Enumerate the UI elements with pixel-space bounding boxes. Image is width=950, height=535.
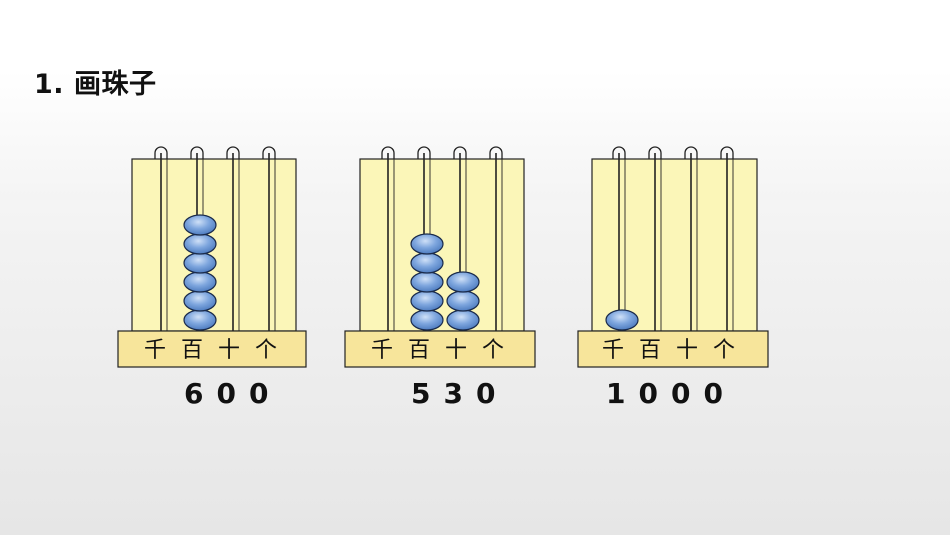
rod-top-loop [684, 146, 698, 159]
rod-top-loop [489, 146, 503, 159]
place-label: 百 [639, 338, 661, 363]
problem-title: 1. 画珠子 [34, 69, 157, 100]
place-label: 十 [676, 338, 698, 363]
abacus-bead [183, 290, 217, 312]
rod-top-loop [262, 146, 276, 159]
place-label: 千 [371, 338, 393, 363]
rod-top-loop [381, 146, 395, 159]
rod-top-loop [453, 146, 467, 159]
rod-top-loop [612, 146, 626, 159]
abacus-base [344, 330, 536, 368]
abacus-bead [183, 271, 217, 293]
abacus-bead [410, 271, 444, 293]
rod-top-loop [720, 146, 734, 159]
place-label: 千 [602, 338, 624, 363]
place-label: 百 [181, 338, 203, 363]
abacus-bead [183, 233, 217, 255]
place-label: 个 [713, 338, 735, 363]
abacus-bead [446, 290, 480, 312]
abacus-bead [446, 309, 480, 331]
abacus-bead [410, 233, 444, 255]
abacus-1-number: 600 [184, 377, 282, 410]
rod-top-loop [226, 146, 240, 159]
abacus-frame [591, 158, 758, 332]
abacus-bead [446, 271, 480, 293]
abacus-base [577, 330, 769, 368]
place-label: 个 [482, 338, 504, 363]
abacus-bead [183, 214, 217, 236]
abacus-bead [605, 309, 639, 331]
place-label: 千 [144, 338, 166, 363]
place-label: 十 [218, 338, 240, 363]
abacus-1: 千百十个 [117, 146, 307, 368]
abacus-3: 千百十个 [577, 146, 769, 368]
abacus-2: 千百十个 [344, 146, 536, 368]
place-label: 个 [255, 338, 277, 363]
place-label: 十 [445, 338, 467, 363]
abacus-2-number: 530 [411, 377, 509, 410]
rod-top-loop [417, 146, 431, 159]
abacus-base [117, 330, 307, 368]
abacus-bead [410, 309, 444, 331]
abacus-bead [410, 290, 444, 312]
rod-top-loop [190, 146, 204, 159]
rod-top-loop [648, 146, 662, 159]
abacus-bead [183, 309, 217, 331]
abacus-bead [410, 252, 444, 274]
abacus-3-number: 1000 [606, 377, 736, 410]
rod-top-loop [154, 146, 168, 159]
abacus-bead [183, 252, 217, 274]
place-label: 百 [408, 338, 430, 363]
